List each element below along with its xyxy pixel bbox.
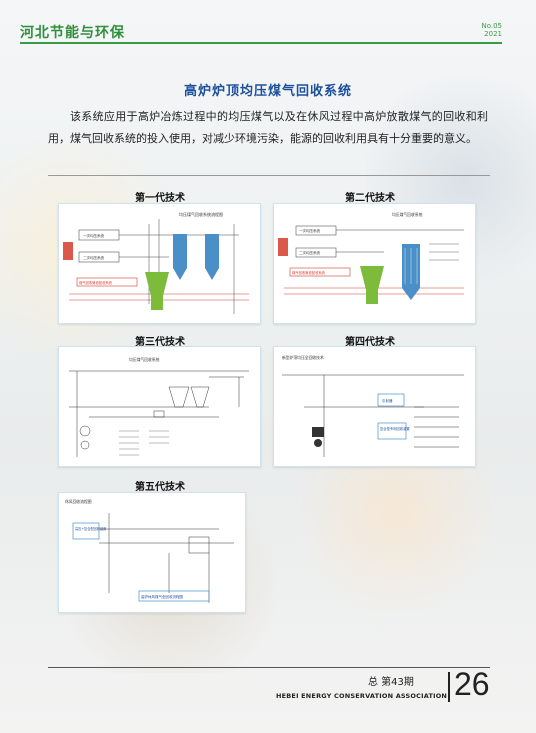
footer-association: HEBEI ENERGY CONSERVATION ASSOCIATION	[276, 692, 448, 700]
figure-2-diagram: 一次均压系统 二次均压系统 均压煤气回收系统 煤气回收管道回收系统	[273, 203, 476, 324]
page-number: 26	[454, 666, 490, 702]
figure-1-diagram: 均压煤气回收系统流程图 一次均压系统 二次均压系统 煤气回收管道回收系统	[58, 203, 261, 324]
figure-5-diagram: 休风回收流程图 高压+复合型回收装置 高炉休风煤气全回收流程图	[58, 492, 246, 613]
fig2-label-d: 煤气回收管道回收系统	[292, 270, 326, 275]
fig2-label-a: 一次均压系统	[299, 228, 320, 233]
section-divider	[48, 175, 490, 176]
figure-caption-3: 第三代技术	[135, 337, 185, 348]
footer-separator	[448, 672, 450, 702]
footer-issue: 总 第43期	[368, 677, 414, 688]
issue-info: No.05 2021	[481, 22, 502, 38]
fig5-label-a: 高压+复合型回收装置	[75, 526, 106, 531]
fig1-label-b: 二次均压系统	[83, 255, 104, 260]
fig4-label-a: 引射器	[382, 398, 393, 403]
figure-3-diagram: 均压煤气回收系统	[58, 346, 261, 467]
figure-caption-5: 第五代技术	[135, 482, 185, 493]
fig4-label-b: 复合型专利回收装置	[380, 426, 410, 431]
figure-caption-4: 第四代技术	[345, 337, 395, 348]
fig5-label-b: 高炉休风煤气全回收流程图	[141, 594, 183, 599]
fig5-label-title: 休风回收流程图	[65, 499, 92, 504]
article-paragraph: 该系统应用于高炉冶炼过程中的均压煤气以及在休风过程中高炉放散煤气的回收和利用，煤…	[48, 110, 488, 145]
fig3-label-title: 均压煤气回收系统	[129, 357, 160, 362]
fig4-label-title: 新型炉顶均压全回收技术	[282, 355, 324, 360]
article-title: 高炉炉顶均压煤气回收系统	[183, 84, 352, 99]
fig2-label-b: 二次均压系统	[299, 250, 320, 255]
fig2-label-c: 均压煤气回收系统	[392, 212, 423, 217]
fig1-label-title: 均压煤气回收系统流程图	[179, 211, 223, 217]
issue-year: 2021	[484, 30, 502, 38]
magazine-title: 河北节能与环保	[20, 25, 125, 41]
fig1-label-a: 一次均压系统	[83, 233, 104, 238]
issue-no: No.05	[481, 22, 502, 30]
header-rule	[20, 42, 502, 44]
page-header: 河北节能与环保 No.05 2021	[0, 0, 536, 50]
figure-caption-2: 第二代技术	[345, 193, 395, 204]
figure-4-diagram: 新型炉顶均压全回收技术 引射器 复合型专利回收装置	[273, 346, 476, 467]
fig1-label-c: 煤气回收管道回收系统	[79, 280, 113, 285]
footer-rule	[48, 667, 490, 668]
figure-caption-1: 第一代技术	[135, 193, 185, 204]
